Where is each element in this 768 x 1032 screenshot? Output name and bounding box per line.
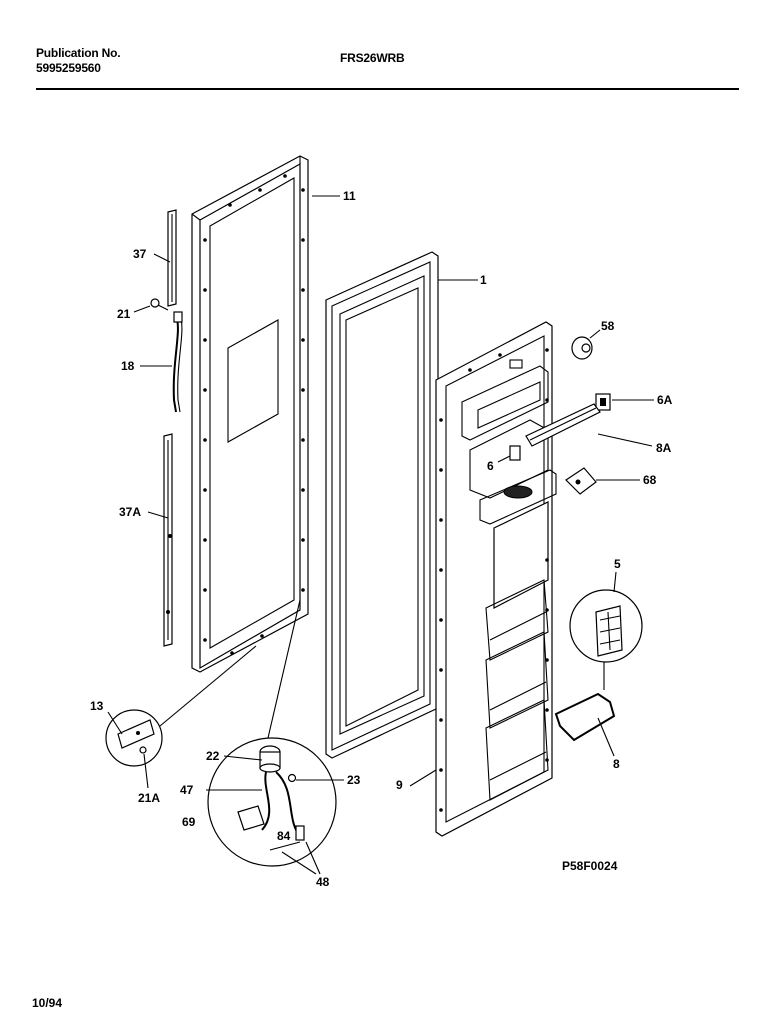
callout-6: 6 [487,459,494,473]
light-detail-circle [554,589,643,742]
callout-5: 5 [614,557,621,571]
publication-label: Publication No. [36,46,121,60]
publication-number: 5995259560 [36,61,101,75]
callout-22: 22 [206,749,220,763]
door-gasket [325,251,439,759]
callout-21a: 21A [138,791,160,805]
callout-47: 47 [180,783,194,797]
callout-9: 9 [396,778,403,792]
callout-1: 1 [480,273,487,287]
callout-8: 8 [613,757,620,771]
diagram-code: P58F0024 [562,859,618,873]
handle-parts [150,209,183,647]
callout-58: 58 [601,319,615,333]
header-rule [36,88,739,90]
callout-69: 69 [182,815,196,829]
callout-8a: 8A [656,441,672,455]
dispenser-parts [509,336,611,495]
callout-21: 21 [117,307,131,321]
callout-37: 37 [133,247,147,261]
door-outer-panel [191,155,309,673]
callout-labels: 11 1 37 21 18 37A 13 21A 22 47 69 23 84 … [90,189,673,889]
callout-18: 18 [121,359,135,373]
leader-lines [107,195,654,875]
footer-date: 10/94 [32,996,63,1010]
wiring-detail-circle [207,599,337,867]
callout-6a: 6A [657,393,673,407]
callout-84: 84 [277,829,291,843]
callout-68: 68 [643,473,657,487]
callout-11: 11 [343,189,356,203]
callout-23: 23 [347,773,361,787]
hinge-detail-circle [105,645,257,767]
callout-48: 48 [316,875,330,889]
door-inner-liner [435,321,557,837]
callout-37a: 37A [119,505,141,519]
model-number: FRS26WRB [340,51,405,65]
callout-13: 13 [90,699,104,713]
